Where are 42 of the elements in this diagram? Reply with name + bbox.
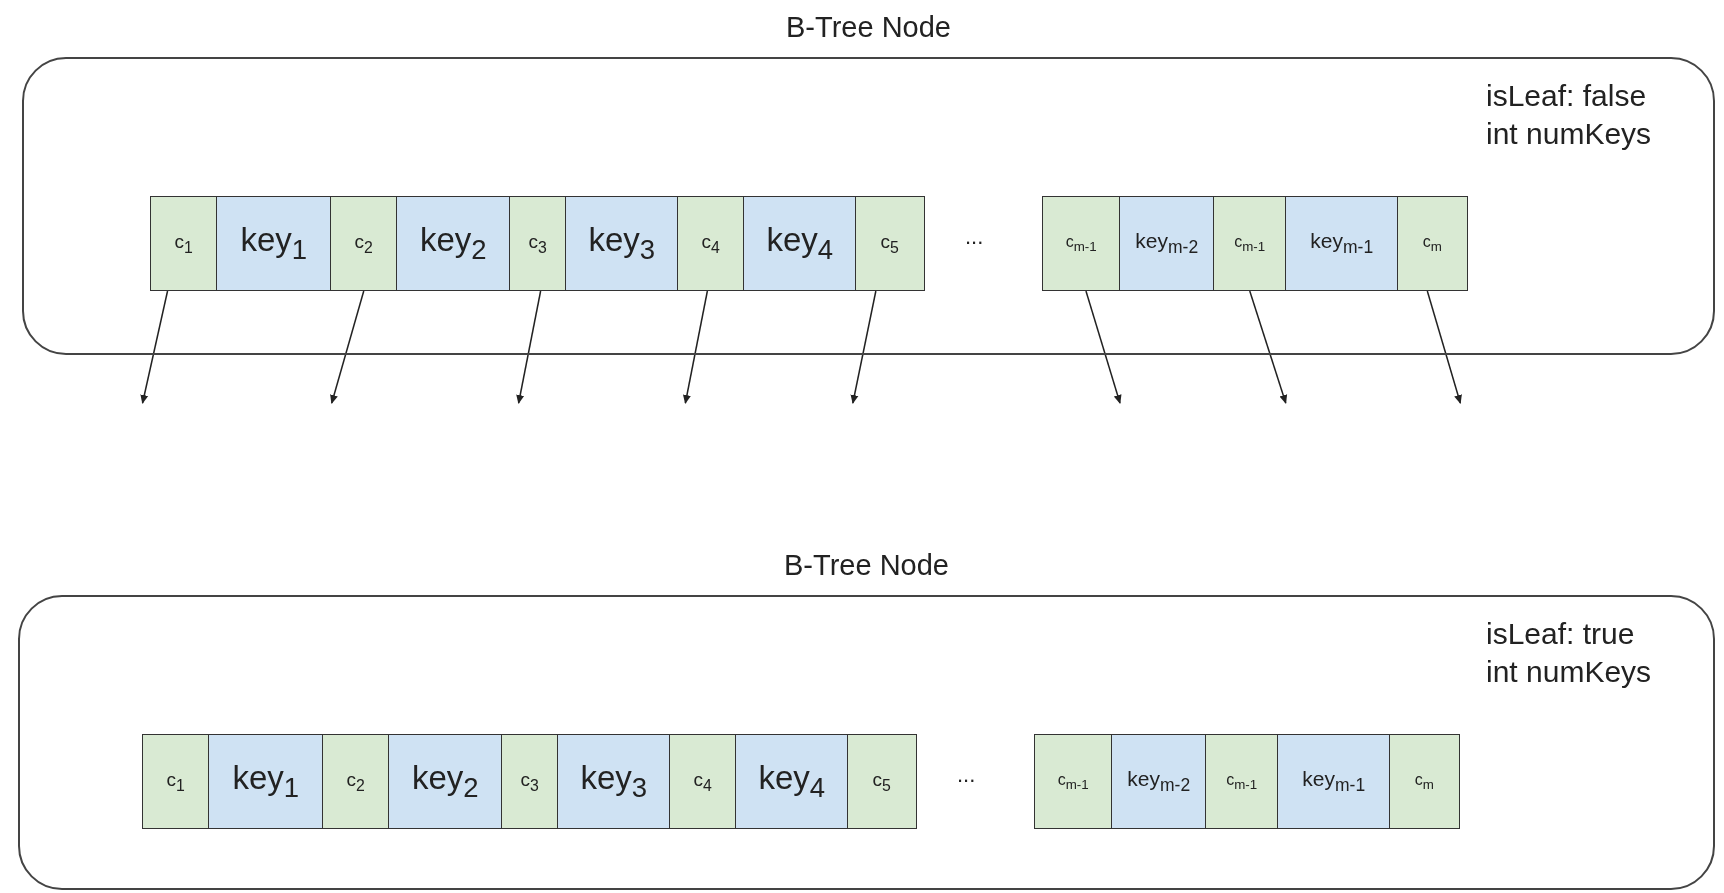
key-cell: key$_{4}$	[735, 734, 849, 829]
ellipsis: ...	[957, 762, 976, 788]
child-pointer-cell: c$_{3}$	[501, 734, 559, 829]
key-cell: key$_{2}$	[396, 196, 511, 291]
arrow	[683, 290, 709, 404]
child-pointer-cell: c$_{4}$	[677, 196, 745, 291]
key-cell: key$_{m-2}$	[1119, 196, 1215, 291]
child-pointer-cell: c$_{2}$	[330, 196, 398, 291]
key-cell: key$_{2}$	[388, 734, 503, 829]
child-pointer-cell: c$_{4}$	[669, 734, 737, 829]
child-pointer-cell: c$_{5}$	[847, 734, 917, 829]
key-cell: key$_{1}$	[208, 734, 324, 829]
arrow	[1426, 290, 1462, 404]
child-pointer-cell: c$_{1}$	[150, 196, 218, 291]
child-pointer-cell: c$_{m-1}$	[1034, 734, 1113, 829]
child-pointer-cell: c$_{2}$	[322, 734, 390, 829]
key-cell: key$_{m-1}$	[1285, 196, 1399, 291]
key-cell: key$_{3}$	[557, 734, 671, 829]
arrow	[330, 290, 365, 404]
child-pointer-cell: c$_{m}$	[1389, 734, 1460, 829]
child-pointer-cell: c$_{m-1}$	[1213, 196, 1287, 291]
key-cell: key$_{m-2}$	[1111, 734, 1207, 829]
child-pointer-cell: c$_{m-1}$	[1205, 734, 1279, 829]
child-pointer-cell: c$_{m}$	[1397, 196, 1468, 291]
child-pointer-cell: c$_{1}$	[142, 734, 210, 829]
arrow	[140, 290, 169, 404]
child-pointer-cell: c$_{m-1}$	[1042, 196, 1121, 291]
node-heading: B-Tree Node	[785, 11, 952, 44]
ellipsis: ...	[965, 224, 984, 250]
child-pointer-cell: c$_{5}$	[855, 196, 925, 291]
key-cell: key$_{1}$	[216, 196, 332, 291]
field-text: isLeaf: true int numKeys	[1486, 616, 1653, 690]
field-text: isLeaf: false int numKeys	[1486, 78, 1653, 152]
key-cell: key$_{3}$	[565, 196, 679, 291]
node-heading: B-Tree Node	[783, 549, 950, 582]
key-cell: key$_{4}$	[743, 196, 857, 291]
key-cell: key$_{m-1}$	[1277, 734, 1391, 829]
arrow	[1249, 290, 1288, 404]
arrow	[516, 290, 542, 404]
arrow	[1085, 290, 1122, 404]
arrow	[850, 290, 877, 404]
child-pointer-cell: c$_{3}$	[509, 196, 567, 291]
